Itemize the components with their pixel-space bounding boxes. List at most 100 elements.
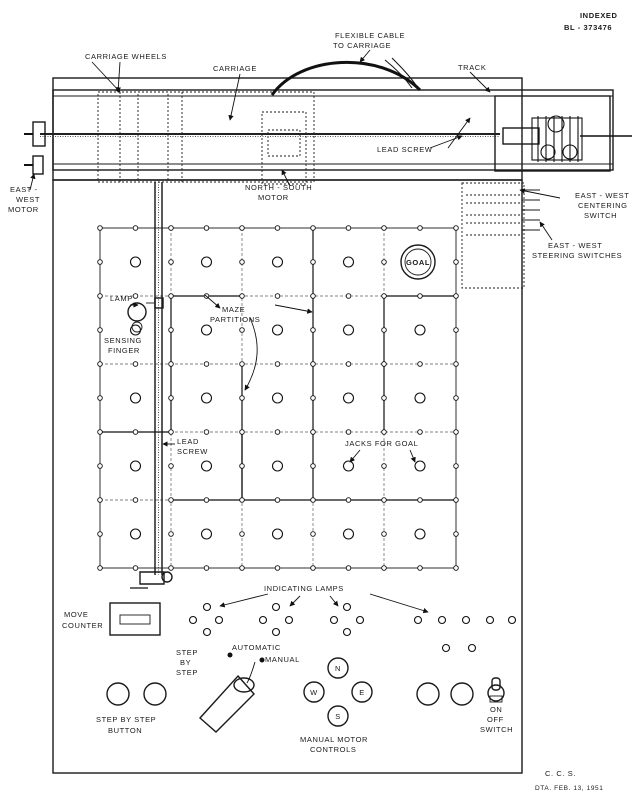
cell-jack (414, 528, 426, 540)
grid-peg (274, 429, 281, 435)
label-jacks-for-goal: JACKS FOR GOAL (345, 439, 418, 448)
label-step-by-step-2: BY (180, 658, 191, 667)
indicating-lamps (188, 602, 517, 653)
grid-peg (168, 463, 174, 469)
grid-peg (381, 497, 387, 503)
label-move-counter-2: COUNTER (62, 621, 103, 630)
grid-peg (97, 293, 103, 299)
label-on-off-2: OFF (487, 715, 504, 724)
label-step-button-1: STEP BY STEP (96, 715, 156, 724)
grid-peg (310, 565, 316, 571)
grid-peg (239, 463, 245, 469)
grid-peg (453, 429, 459, 435)
compass-w: W (310, 688, 318, 697)
mode-selector-lever[interactable] (199, 652, 265, 733)
label-track: TRACK (458, 63, 486, 72)
grid-peg (453, 293, 459, 299)
grid-peg (203, 565, 210, 571)
grid-peg (310, 531, 316, 537)
cell-jack (342, 324, 355, 336)
label-initials: C. C. S. (545, 769, 576, 778)
grid-peg (453, 565, 459, 571)
label-ew-centering-3: SWITCH (584, 211, 617, 220)
grid-peg (345, 293, 352, 299)
cell-jack (129, 256, 142, 268)
label-north-south-motor-1: NORTH - SOUTH (245, 183, 312, 192)
cell-jack (271, 392, 284, 404)
move-counter (109, 602, 161, 636)
grid-peg (168, 327, 174, 333)
compass-e: E (359, 688, 365, 697)
grid-peg (274, 497, 281, 503)
cell-jack (271, 324, 284, 336)
label-manual-motor-2: CONTROLS (310, 745, 356, 754)
carriage (97, 91, 315, 183)
step-by-step-buttons[interactable] (106, 682, 167, 706)
grid-peg (97, 361, 103, 367)
label-flexible-cable-1: FLEXIBLE CABLE (335, 31, 405, 40)
cell-jack (200, 528, 213, 540)
grid-peg (453, 259, 459, 265)
grid-peg (310, 259, 316, 265)
grid-peg (168, 565, 174, 571)
grid-peg (239, 395, 245, 401)
label-ew-centering-1: EAST - WEST (575, 191, 629, 200)
east-west-motor (24, 121, 46, 175)
grid-peg (168, 225, 174, 231)
goal: GOAL (400, 244, 436, 280)
grid-peg (310, 361, 316, 367)
label-automatic: AUTOMATIC (232, 643, 281, 652)
header-indexed: INDEXED (580, 11, 618, 20)
cell-jack (129, 392, 142, 404)
cell-jack (271, 256, 284, 268)
grid-peg (345, 429, 352, 435)
label-lead-screw-left-2: SCREW (177, 447, 208, 456)
grid-peg (381, 429, 387, 435)
grid-peg (310, 429, 316, 435)
cell-jack (414, 460, 426, 472)
grid-peg (453, 395, 459, 401)
grid-peg (345, 361, 352, 367)
label-east-west-motor-3: MOTOR (8, 205, 39, 214)
grid-peg (274, 225, 281, 231)
grid-peg (168, 293, 174, 299)
grid-peg (417, 225, 423, 231)
leader-lines (29, 49, 561, 684)
grid-peg (453, 327, 459, 333)
grid-peg (97, 463, 103, 469)
gear-mechanism (502, 115, 632, 162)
grid-peg (453, 361, 459, 367)
grid-peg (203, 497, 210, 503)
compass-s: S (335, 712, 341, 721)
grid-peg (417, 429, 423, 435)
cell-jack (200, 392, 213, 404)
grid-peg (168, 531, 174, 537)
label-lamp: LAMP (110, 294, 133, 303)
label-carriage-wheels: CARRIAGE WHEELS (85, 52, 167, 61)
grid-peg (239, 259, 245, 265)
cell-jack (342, 460, 355, 472)
grid-peg (132, 497, 139, 503)
grid-peg (381, 463, 387, 469)
grid-peg (239, 361, 245, 367)
grid-peg (310, 497, 316, 503)
label-date: DTA. FEB. 13, 1951 (535, 785, 603, 792)
grid-peg (453, 531, 459, 537)
label-step-button-2: BUTTON (108, 726, 142, 735)
cell-jack (342, 392, 355, 404)
cell-jack (200, 324, 213, 336)
manual-motor-controls[interactable]: N W E S (303, 657, 373, 727)
grid-peg (310, 395, 316, 401)
grid-peg (97, 395, 103, 401)
grid-peg (381, 259, 387, 265)
grid-peg (239, 429, 245, 435)
on-off-switch[interactable] (487, 677, 505, 703)
grid-peg (132, 225, 139, 231)
cell-jack (414, 392, 426, 404)
grid-peg (132, 565, 139, 571)
grid-peg (345, 225, 352, 231)
right-buttons[interactable] (416, 682, 474, 706)
grid-peg (274, 565, 281, 571)
grid-peg (132, 429, 139, 435)
compass-n: N (335, 664, 341, 673)
